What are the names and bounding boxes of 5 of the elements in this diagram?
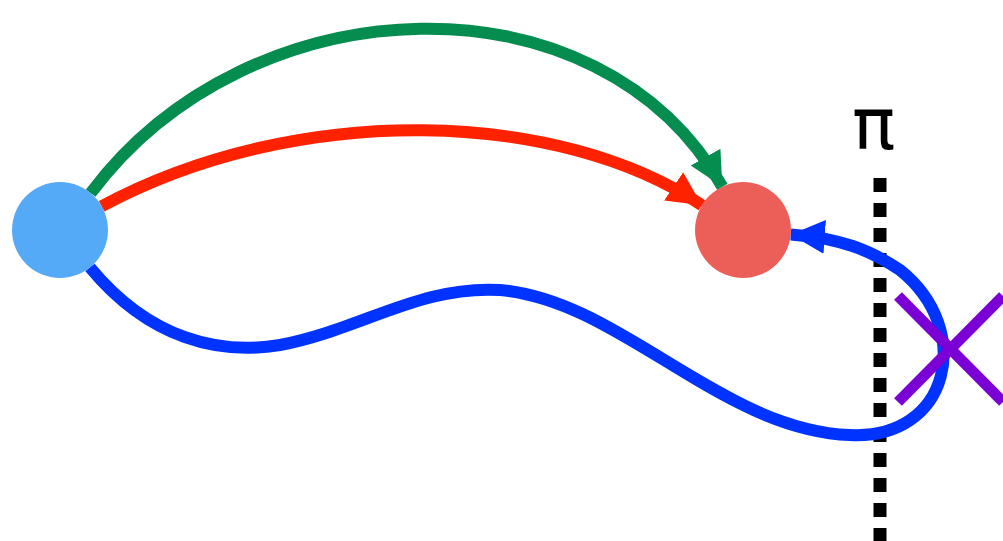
circle-node [12, 182, 108, 278]
arrow [86, 22, 728, 198]
symbol-label: π [852, 88, 896, 160]
arrow [85, 220, 950, 441]
arrow [99, 124, 705, 212]
